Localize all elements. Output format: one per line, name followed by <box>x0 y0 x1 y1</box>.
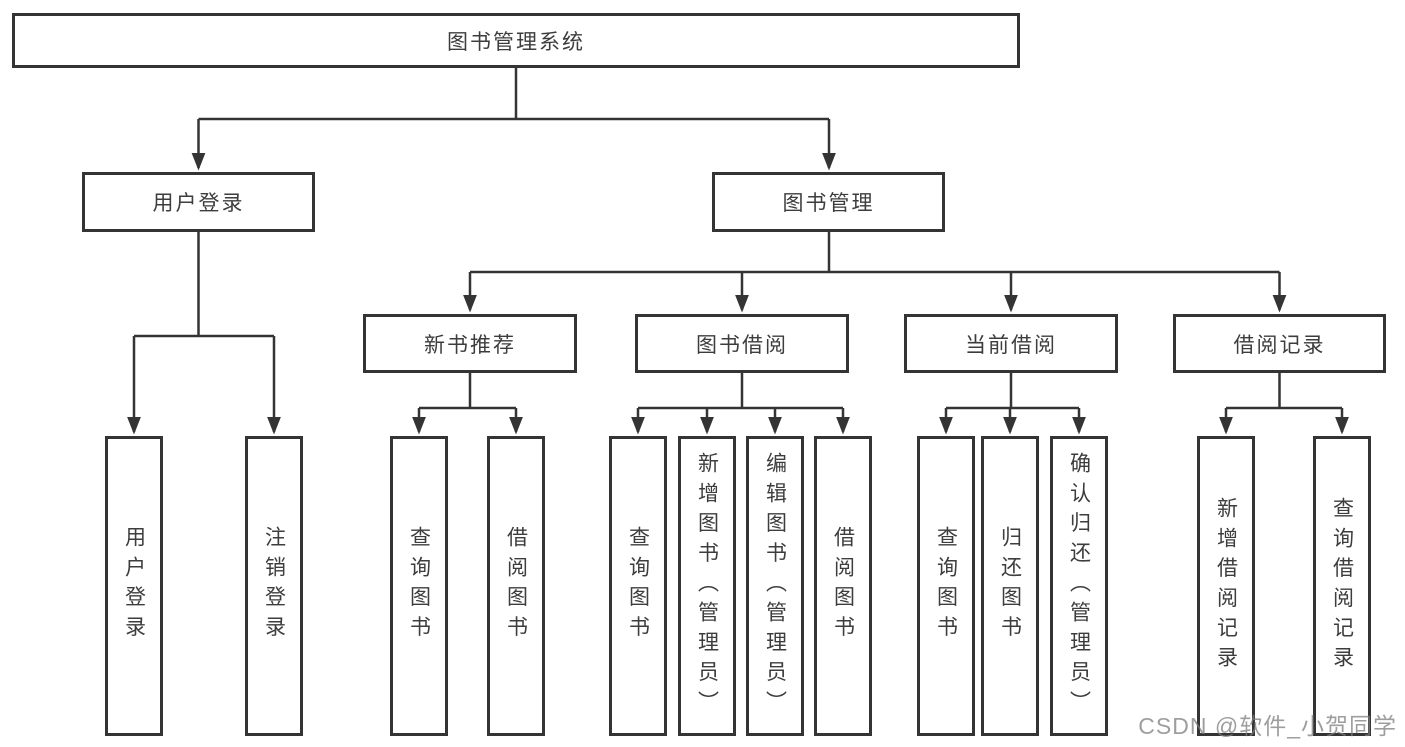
node-label: 查询借阅记录 <box>1330 496 1354 676</box>
node-label: 新增图书（管理员） <box>695 451 719 721</box>
node-label: 借阅图书 <box>504 526 528 646</box>
node-label: 借阅记录 <box>1233 333 1326 357</box>
node-label: 图书管理 <box>782 192 875 215</box>
node-new-book-recommend: 新书推荐 <box>363 314 577 373</box>
node-label: 图书借阅 <box>696 333 788 357</box>
node-confirm-return-admin: 确认归还（管理员） <box>1050 436 1108 736</box>
node-query-borrow-record: 查询借阅记录 <box>1313 436 1371 736</box>
node-label: 确认归还（管理员） <box>1067 451 1091 721</box>
node-borrow-borrow-books: 借阅图书 <box>814 436 872 736</box>
node-user-login: 用户登录 <box>82 172 315 232</box>
node-logout: 注销登录 <box>245 436 303 736</box>
node-label: 注销登录 <box>262 526 286 646</box>
node-label: 新增借阅记录 <box>1214 496 1238 676</box>
node-newrec-query-books: 查询图书 <box>390 436 448 736</box>
node-label: 当前借阅 <box>965 333 1057 357</box>
csdn-watermark: CSDN @软件_小贺同学 <box>1138 713 1397 739</box>
node-label: 编辑图书（管理员） <box>763 451 787 721</box>
node-library-system: 图书管理系统 <box>12 13 1020 68</box>
node-label: 用户登录 <box>152 192 245 215</box>
node-borrow-query-books: 查询图书 <box>609 436 667 736</box>
node-edit-books-admin: 编辑图书（管理员） <box>746 436 804 736</box>
node-label: 借阅图书 <box>831 526 855 646</box>
node-return-books: 归还图书 <box>981 436 1039 736</box>
node-book-management: 图书管理 <box>712 172 945 232</box>
node-newrec-borrow-books: 借阅图书 <box>487 436 545 736</box>
node-label: 新书推荐 <box>424 333 516 357</box>
node-label: 查询图书 <box>934 526 958 646</box>
node-add-books-admin: 新增图书（管理员） <box>678 436 736 736</box>
node-label: 用户登录 <box>122 526 146 646</box>
node-login-user: 用户登录 <box>105 436 163 736</box>
node-label: 查询图书 <box>626 526 650 646</box>
node-current-borrowing: 当前借阅 <box>904 314 1118 373</box>
node-book-borrowing: 图书借阅 <box>635 314 849 373</box>
node-label: 查询图书 <box>407 526 431 646</box>
node-label: 归还图书 <box>998 526 1022 646</box>
node-label: 图书管理系统 <box>447 30 585 54</box>
node-borrowing-records: 借阅记录 <box>1173 314 1386 373</box>
node-current-query-books: 查询图书 <box>917 436 975 736</box>
node-add-borrow-record: 新增借阅记录 <box>1197 436 1255 736</box>
